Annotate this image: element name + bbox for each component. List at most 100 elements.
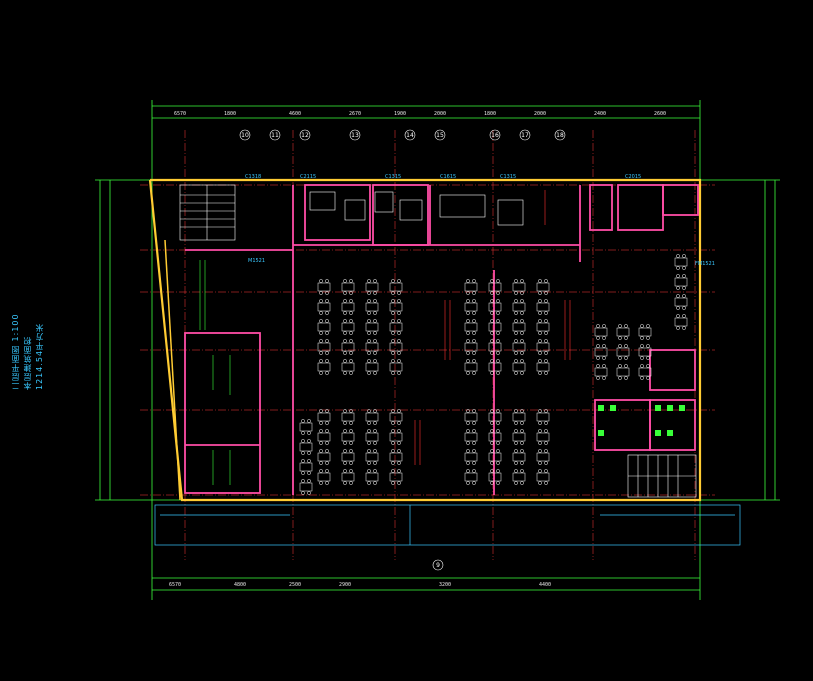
chair bbox=[373, 441, 377, 445]
dining-table bbox=[512, 282, 526, 292]
chair bbox=[596, 324, 600, 328]
chair bbox=[397, 421, 401, 425]
chair bbox=[391, 371, 395, 375]
chair bbox=[538, 351, 542, 355]
chair bbox=[319, 409, 323, 413]
chair bbox=[514, 291, 518, 295]
chair bbox=[373, 319, 377, 323]
chair bbox=[520, 469, 524, 473]
dining-table bbox=[389, 342, 403, 352]
chair bbox=[391, 461, 395, 465]
dining-table bbox=[299, 482, 313, 492]
chair bbox=[349, 469, 353, 473]
chair bbox=[602, 344, 606, 348]
chair bbox=[397, 319, 401, 323]
chair bbox=[391, 351, 395, 355]
dimension-text: 2000 bbox=[434, 111, 446, 117]
chair bbox=[343, 291, 347, 295]
room-label: C1318 bbox=[245, 174, 261, 180]
chair bbox=[472, 311, 476, 315]
dining-table bbox=[674, 257, 688, 267]
chair bbox=[466, 421, 470, 425]
dining-table bbox=[389, 302, 403, 312]
axis-bubble-label: 10 bbox=[241, 132, 249, 139]
chair bbox=[319, 291, 323, 295]
chair bbox=[373, 299, 377, 303]
chair bbox=[373, 279, 377, 283]
stair-northwest bbox=[179, 184, 236, 241]
chair bbox=[520, 311, 524, 315]
chair bbox=[640, 376, 644, 380]
chair bbox=[520, 279, 524, 283]
dining-table bbox=[341, 322, 355, 332]
dimension-text: 1900 bbox=[394, 111, 406, 117]
dining-table bbox=[341, 362, 355, 372]
chair bbox=[466, 461, 470, 465]
chair bbox=[373, 449, 377, 453]
chair bbox=[367, 421, 371, 425]
dining-table bbox=[512, 452, 526, 462]
chair bbox=[466, 449, 470, 453]
chair bbox=[538, 469, 542, 473]
chair bbox=[538, 359, 542, 363]
chair bbox=[373, 409, 377, 413]
chair bbox=[544, 339, 548, 343]
chair bbox=[325, 371, 329, 375]
chair bbox=[319, 299, 323, 303]
chair bbox=[514, 351, 518, 355]
dining-table bbox=[536, 322, 550, 332]
dining-table bbox=[464, 282, 478, 292]
chair bbox=[496, 469, 500, 473]
chair bbox=[496, 409, 500, 413]
chair bbox=[520, 449, 524, 453]
dining-table bbox=[674, 317, 688, 327]
chair bbox=[391, 299, 395, 303]
axis-bubble bbox=[554, 129, 566, 141]
stair-southeast bbox=[627, 454, 697, 498]
chair bbox=[367, 469, 371, 473]
chair bbox=[397, 481, 401, 485]
chair bbox=[538, 429, 542, 433]
chair bbox=[490, 351, 494, 355]
chair bbox=[466, 279, 470, 283]
chair bbox=[466, 291, 470, 295]
chair bbox=[544, 461, 548, 465]
chair bbox=[514, 311, 518, 315]
dining-table bbox=[365, 412, 379, 422]
chair bbox=[466, 299, 470, 303]
chair bbox=[325, 291, 329, 295]
chair bbox=[514, 299, 518, 303]
chair bbox=[319, 421, 323, 425]
chair bbox=[391, 481, 395, 485]
chair bbox=[538, 299, 542, 303]
chair bbox=[472, 461, 476, 465]
chair bbox=[544, 421, 548, 425]
dining-table bbox=[536, 282, 550, 292]
chair bbox=[349, 359, 353, 363]
chair bbox=[490, 279, 494, 283]
dining-table bbox=[488, 432, 502, 442]
chair bbox=[325, 429, 329, 433]
chair bbox=[343, 461, 347, 465]
dining-table bbox=[317, 472, 331, 482]
dining-table bbox=[464, 342, 478, 352]
chair bbox=[490, 449, 494, 453]
chair bbox=[343, 279, 347, 283]
dining-table bbox=[365, 322, 379, 332]
chair bbox=[490, 311, 494, 315]
dining-table bbox=[317, 412, 331, 422]
chair bbox=[301, 431, 305, 435]
chair bbox=[391, 291, 395, 295]
dining-table bbox=[488, 452, 502, 462]
axis-bubble bbox=[404, 129, 416, 141]
chair bbox=[514, 279, 518, 283]
chair bbox=[624, 364, 628, 368]
chair bbox=[520, 421, 524, 425]
chair bbox=[367, 481, 371, 485]
dining-table bbox=[389, 452, 403, 462]
chair bbox=[596, 356, 600, 360]
chair bbox=[307, 419, 311, 423]
chair bbox=[325, 461, 329, 465]
chair bbox=[544, 359, 548, 363]
